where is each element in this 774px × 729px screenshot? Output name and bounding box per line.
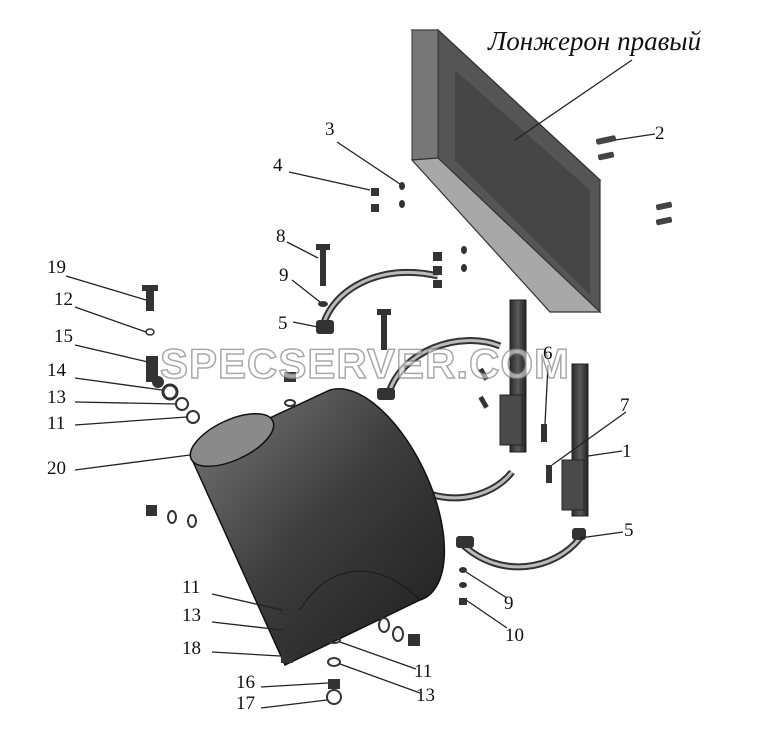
callout-5-upper: 5 <box>278 313 288 334</box>
leader-lines <box>65 59 656 709</box>
callout-10: 10 <box>505 625 524 646</box>
callout-1: 1 <box>622 441 632 462</box>
callout-16: 16 <box>236 672 255 693</box>
bolt-2 <box>595 135 673 226</box>
middle-clamp-strap <box>377 309 502 409</box>
callout-9-lower: 9 <box>504 593 514 614</box>
tank-side-fittings <box>146 505 197 528</box>
callout-14: 14 <box>47 360 66 381</box>
tank-bottom-fittings <box>280 608 420 705</box>
nuts-3-4 <box>371 182 405 212</box>
bracket-1 <box>499 299 589 517</box>
bolts-6-7 <box>541 424 552 483</box>
callout-13-right: 13 <box>416 685 435 706</box>
callout-6: 6 <box>543 343 553 364</box>
callout-17: 17 <box>236 693 255 714</box>
callout-11-right: 11 <box>414 661 433 682</box>
callout-18: 18 <box>182 638 201 659</box>
callout-5-lower: 5 <box>624 520 634 541</box>
air-tank-20 <box>189 387 446 667</box>
diagram-title: Лонжерон правый <box>488 26 702 56</box>
upper-clamp-strap <box>316 244 467 334</box>
callout-13-bottom: 13 <box>182 605 201 626</box>
callout-20: 20 <box>47 458 66 479</box>
callout-3: 3 <box>325 119 335 140</box>
callout-15: 15 <box>54 326 73 347</box>
callout-7: 7 <box>620 395 630 416</box>
side-member <box>410 28 602 314</box>
callout-4: 4 <box>273 155 283 176</box>
callout-11-left: 11 <box>47 413 66 434</box>
watermark: SPECSERVER.COM <box>159 339 570 388</box>
rear-clamp-strap-5 <box>456 528 586 605</box>
callout-8: 8 <box>276 226 286 247</box>
callout-11-bottom: 11 <box>182 577 201 598</box>
callout-13-left: 13 <box>47 387 66 408</box>
callout-12: 12 <box>54 289 73 310</box>
callout-2: 2 <box>655 123 665 144</box>
callout-19: 19 <box>47 257 66 278</box>
callout-9-upper: 9 <box>279 265 289 286</box>
